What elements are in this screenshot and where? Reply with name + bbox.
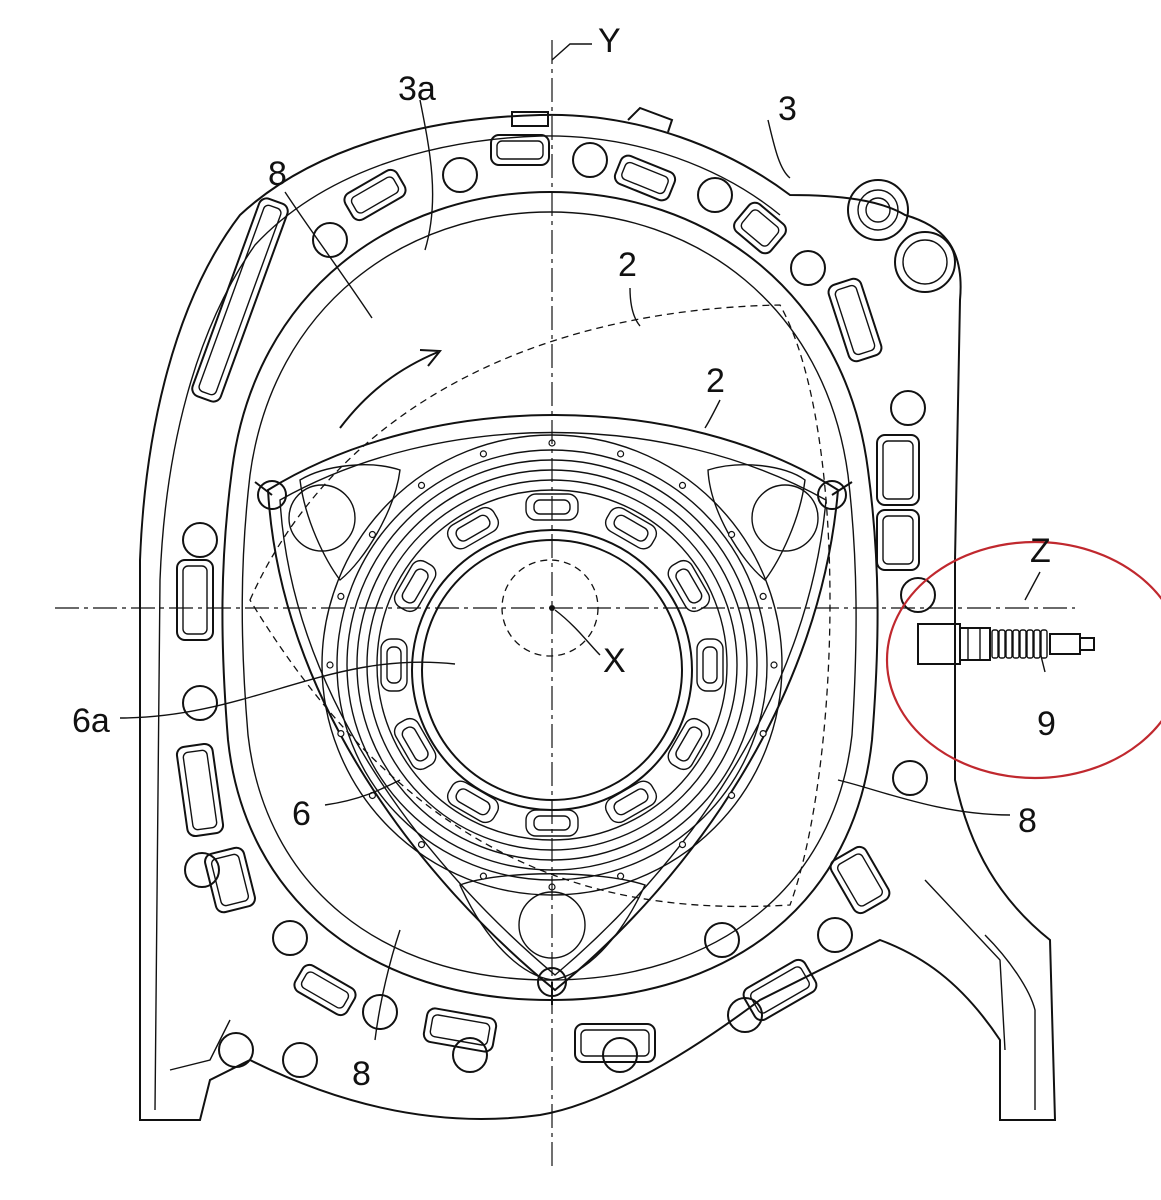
coolant-slot bbox=[742, 958, 818, 1022]
axis-z-leader bbox=[1024, 571, 1041, 601]
coolant-slot bbox=[827, 277, 883, 363]
coolant-slot bbox=[293, 963, 357, 1017]
label-axis-y: Y bbox=[598, 22, 621, 60]
axis-y-leader bbox=[551, 43, 592, 61]
rotor-dot bbox=[479, 872, 487, 880]
label-chamber-right: 8 bbox=[1018, 802, 1037, 840]
bolt-hole bbox=[362, 994, 398, 1030]
plug-rib bbox=[998, 629, 1006, 659]
coolant-slot bbox=[733, 201, 787, 255]
gear-tooth bbox=[393, 717, 437, 771]
label-center-x: X bbox=[603, 642, 626, 680]
gear-tooth bbox=[446, 506, 500, 550]
rotor-dot bbox=[479, 450, 487, 458]
rotor-dot bbox=[770, 661, 778, 669]
coolant-slot bbox=[343, 168, 407, 222]
gear-tooth bbox=[667, 559, 711, 613]
label-plug: 9 bbox=[1037, 705, 1056, 743]
coolant-slot bbox=[876, 434, 920, 506]
bolt-hole bbox=[452, 1037, 488, 1073]
bolt-hole bbox=[900, 577, 936, 613]
rotor-dot bbox=[368, 530, 376, 539]
rotor-dot bbox=[678, 841, 687, 849]
rotor-dot bbox=[337, 592, 345, 600]
coolant-slot bbox=[876, 509, 920, 571]
rotor-dot bbox=[617, 450, 625, 458]
bolt-hole bbox=[697, 177, 733, 213]
coolant-slot bbox=[204, 846, 256, 914]
label-chamber-upper-left: 8 bbox=[268, 155, 287, 193]
rotor-dashed-position bbox=[249, 304, 831, 908]
rotor-dot bbox=[617, 872, 625, 880]
rotor bbox=[254, 414, 853, 1005]
bolt-hole bbox=[282, 1042, 318, 1078]
coolant-slot bbox=[574, 1023, 656, 1063]
rotor-dot bbox=[326, 661, 334, 669]
bolt-hole bbox=[602, 1037, 638, 1073]
rotor-dot bbox=[678, 481, 687, 489]
spark-plug-icon bbox=[917, 623, 1095, 673]
coolant-slot bbox=[176, 559, 214, 641]
bolt-hole bbox=[182, 522, 218, 558]
bolt-holes bbox=[182, 142, 936, 1078]
gear-tooth bbox=[667, 717, 711, 771]
coolant-passages bbox=[175, 134, 920, 1063]
coolant-slot bbox=[422, 1007, 498, 1053]
label-housing: 3 bbox=[778, 90, 797, 128]
trochoid-bore bbox=[221, 190, 879, 1002]
bolt-hole bbox=[704, 922, 740, 958]
housing-outline bbox=[139, 113, 1057, 1121]
rotor-dot bbox=[759, 592, 767, 600]
label-chamber-bottom: 8 bbox=[352, 1055, 371, 1093]
plug-rib bbox=[1012, 629, 1020, 659]
gear-tooth bbox=[393, 559, 437, 613]
plug-rib bbox=[1019, 629, 1027, 659]
coolant-slot bbox=[191, 197, 289, 403]
highlight-circle bbox=[885, 540, 1161, 780]
plug-rib bbox=[1033, 629, 1041, 659]
rotor-dot bbox=[337, 730, 345, 738]
bolt-hole bbox=[790, 250, 826, 286]
bolt-hole bbox=[572, 142, 608, 178]
plug-rib bbox=[1026, 629, 1034, 659]
gear-tooth bbox=[604, 506, 658, 550]
plug-rib bbox=[1005, 629, 1013, 659]
housing-bosses bbox=[511, 106, 956, 293]
bolt-hole bbox=[817, 917, 853, 953]
rotor-dot bbox=[728, 530, 736, 539]
rotor-dot bbox=[728, 791, 736, 800]
bolt-hole bbox=[272, 920, 308, 956]
coolant-slot bbox=[829, 845, 891, 915]
bolt-hole bbox=[218, 1032, 254, 1068]
gear-tooth bbox=[380, 638, 408, 692]
bolt-hole bbox=[892, 760, 928, 796]
coolant-slot bbox=[490, 134, 550, 166]
rotor-dot bbox=[417, 481, 426, 489]
bolt-hole bbox=[182, 685, 218, 721]
label-axis-z: Z bbox=[1030, 532, 1051, 570]
center-point bbox=[549, 605, 555, 611]
bolt-hole bbox=[727, 997, 763, 1033]
bolt-hole bbox=[184, 852, 220, 888]
leader-lines bbox=[119, 99, 1011, 1041]
curved-arrow-icon bbox=[339, 349, 443, 429]
label-gear: 6 bbox=[292, 795, 311, 833]
plug-rib bbox=[991, 629, 999, 659]
label-rotor-upper: 2 bbox=[618, 246, 637, 284]
plug-rib bbox=[1040, 629, 1048, 659]
bolt-hole bbox=[890, 390, 926, 426]
coolant-slot bbox=[613, 154, 677, 202]
label-gear-teeth: 6a bbox=[72, 702, 110, 740]
bolt-hole bbox=[442, 157, 478, 193]
rotor-dot bbox=[759, 730, 767, 738]
coolant-slot bbox=[175, 742, 225, 838]
rotor-dot bbox=[417, 841, 426, 849]
gear-tooth bbox=[696, 638, 724, 692]
label-rotor-lower: 2 bbox=[706, 362, 725, 400]
label-inner-surface: 3a bbox=[398, 70, 436, 108]
